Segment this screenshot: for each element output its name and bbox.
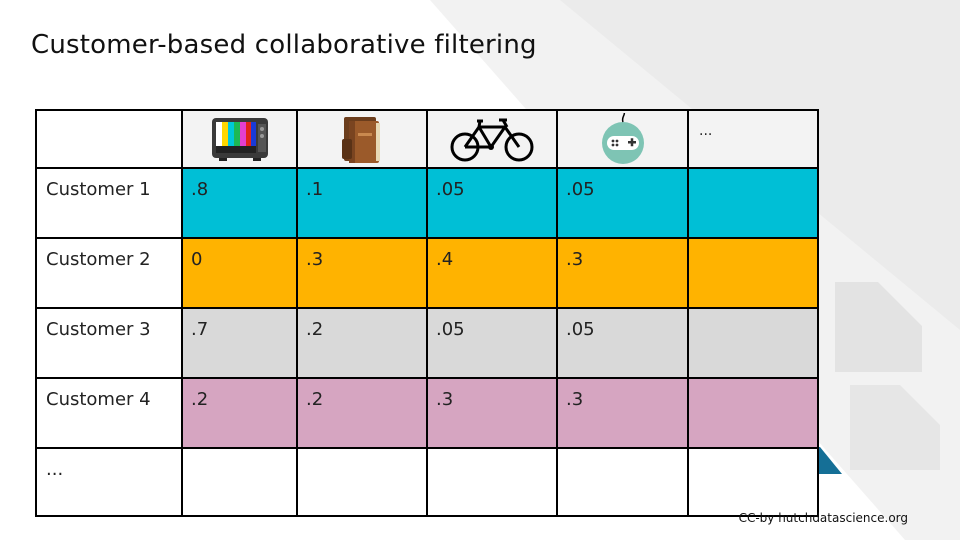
header-cell-more: ... <box>687 109 819 169</box>
header-cell-books <box>296 109 428 169</box>
table-row: Customer 1 .8 .1 .05 .05 <box>35 167 819 239</box>
table-row: Customer 2 0 .3 .4 .3 <box>35 237 819 309</box>
value-cell <box>181 447 298 517</box>
value-cell: .3 <box>426 377 558 449</box>
value-cell: .3 <box>556 377 689 449</box>
value-cell: .7 <box>181 307 298 379</box>
value-cell <box>687 237 819 309</box>
header-row: ... <box>35 109 819 169</box>
more-items-ellipsis: ... <box>699 123 713 139</box>
corner-cell <box>35 109 183 169</box>
table-row: Customer 4 .2 .2 .3 .3 <box>35 377 819 449</box>
table-row: ... <box>35 447 819 517</box>
books-icon <box>342 117 380 163</box>
row-label: ... <box>35 447 183 517</box>
value-cell <box>687 167 819 239</box>
value-cell: .2 <box>296 307 428 379</box>
bicycle-icon <box>450 118 534 162</box>
header-cell-bicycle <box>426 109 558 169</box>
value-cell: .05 <box>426 167 558 239</box>
value-cell: .1 <box>296 167 428 239</box>
table-row: Customer 3 .7 .2 .05 .05 <box>35 307 819 379</box>
header-cell-tv <box>181 109 298 169</box>
value-cell: .3 <box>296 237 428 309</box>
value-cell: .2 <box>181 377 298 449</box>
value-cell <box>687 447 819 517</box>
value-cell <box>687 377 819 449</box>
page-title: Customer-based collaborative filtering <box>31 30 537 60</box>
header-cell-game-controller <box>556 109 689 169</box>
value-cell: .2 <box>296 377 428 449</box>
row-label: Customer 1 <box>35 167 183 239</box>
value-cell: .05 <box>556 307 689 379</box>
customer-item-matrix: ... Customer 1 .8 .1 .05 .05 Customer 2 … <box>35 109 819 517</box>
game-controller-icon <box>601 113 644 164</box>
row-label: Customer 3 <box>35 307 183 379</box>
license-footer: CC-by hutchdatascience.org <box>738 511 908 525</box>
value-cell: 0 <box>181 237 298 309</box>
television-icon <box>211 118 268 161</box>
row-label: Customer 4 <box>35 377 183 449</box>
value-cell <box>296 447 428 517</box>
row-label: Customer 2 <box>35 237 183 309</box>
value-cell: .05 <box>556 167 689 239</box>
value-cell <box>556 447 689 517</box>
value-cell <box>687 307 819 379</box>
value-cell: .3 <box>556 237 689 309</box>
value-cell: .05 <box>426 307 558 379</box>
value-cell <box>426 447 558 517</box>
value-cell: .8 <box>181 167 298 239</box>
value-cell: .4 <box>426 237 558 309</box>
